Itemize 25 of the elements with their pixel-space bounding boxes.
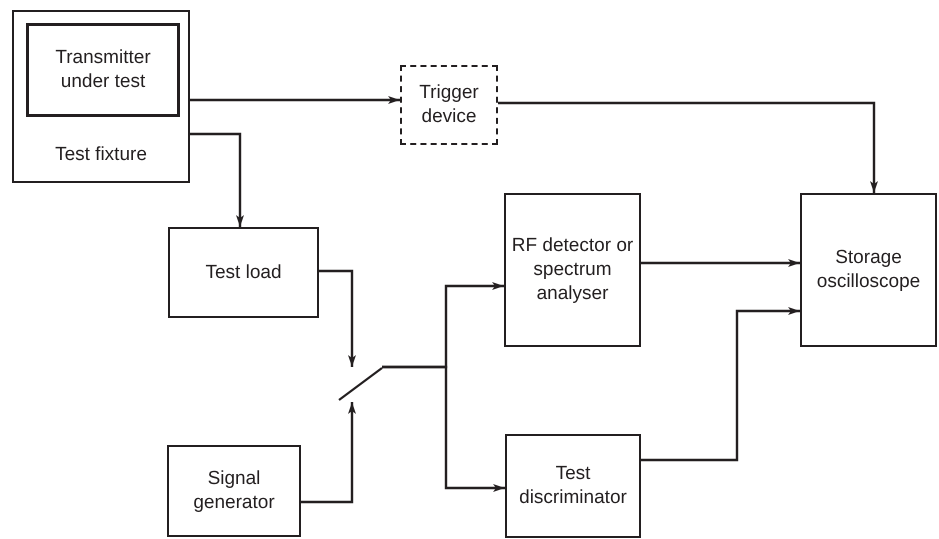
process-box	[167, 445, 301, 537]
node-label: Trigger device	[418, 81, 480, 129]
arrow	[190, 96, 400, 104]
switch-symbol	[336, 367, 382, 402]
process-box	[504, 193, 641, 347]
node-label: Test load	[204, 260, 283, 284]
node-label: Signal generator	[192, 467, 276, 515]
arrow	[190, 132, 244, 227]
arrow	[382, 366, 505, 492]
fixture-box	[12, 10, 190, 183]
node-label: Test fixture	[54, 143, 148, 167]
arrow	[641, 259, 800, 267]
node-label: Transmitter under test	[54, 46, 152, 94]
arrow	[301, 402, 356, 504]
inner-box	[26, 23, 180, 117]
node-label: Test discriminator	[518, 462, 628, 510]
process-box	[505, 434, 641, 538]
node-label: Storage oscilloscope	[816, 246, 922, 294]
process-box	[800, 193, 937, 347]
arrow	[641, 307, 800, 462]
process-box	[168, 227, 319, 318]
arrow	[498, 102, 878, 193]
node-label: RF detector or spectrum analyser	[510, 234, 634, 306]
arrow	[319, 270, 356, 367]
dashed-box	[400, 65, 498, 145]
